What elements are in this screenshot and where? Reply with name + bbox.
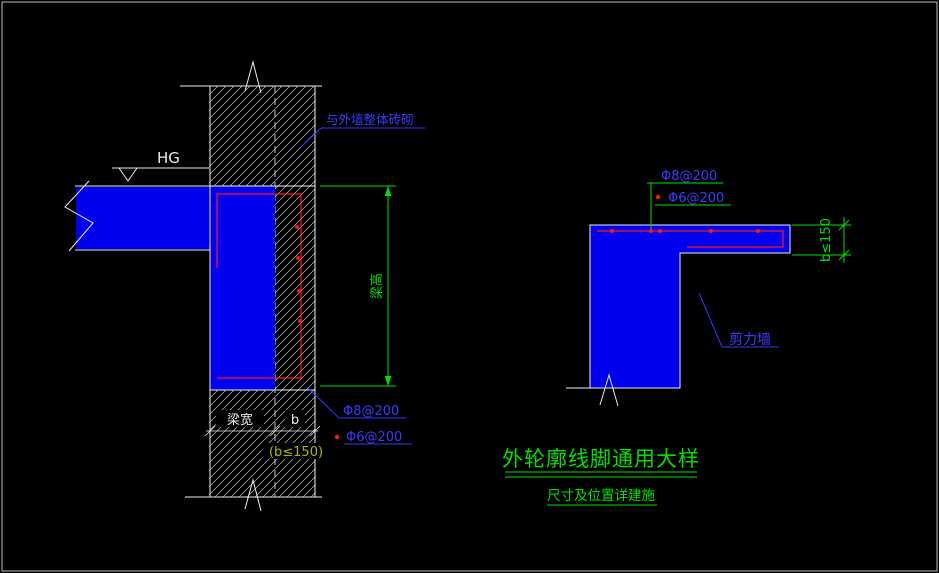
break-symbol-bottom (244, 478, 262, 512)
dim-tick-icon (838, 249, 850, 261)
text-mask (216, 410, 264, 427)
top-rebar-label: Φ8@200 (343, 404, 399, 419)
stirrup-rebar-line (216, 193, 302, 379)
rebar-dot (709, 229, 713, 233)
molding-width-limit-label: (b≤150) (269, 445, 323, 460)
rebar-dot (756, 229, 760, 233)
wall-hatch-top (210, 86, 315, 186)
break-symbol-stem (599, 373, 619, 407)
text-mask (285, 410, 305, 427)
dim-arrow-up-icon (384, 186, 392, 196)
molding-width-dim-label: b (291, 413, 299, 428)
drawing-title: 外轮廓线脚通用大样 (502, 447, 700, 471)
beam-width-dimension: 梁宽 b (b≤150) (204, 410, 330, 460)
shear-wall-callout: 剪力墙 (698, 292, 779, 348)
dim-arrow-down-icon (384, 376, 392, 386)
beam-fill (76, 187, 210, 249)
tie-rebar-label: Φ6@200 (346, 430, 402, 445)
dim-tick-icon (269, 425, 281, 437)
dim-tick-icon (204, 425, 216, 437)
top-rebar-leader (306, 386, 340, 419)
top-rebar-label: Φ8@200 (661, 169, 717, 184)
title-block: 外轮廓线脚通用大样 尺寸及位置详建施 (502, 447, 700, 506)
dim-tick-icon (838, 219, 850, 231)
drawing-note: 尺寸及位置详建施 (547, 488, 655, 504)
dim-tick-icon (309, 425, 321, 437)
beam-column-fill (210, 186, 275, 390)
molding-rebar-line (597, 230, 784, 248)
rebar-dot (649, 229, 653, 233)
rebar-dot (297, 289, 301, 293)
level-triangle-icon (118, 167, 138, 182)
rebar-callouts-right: Φ8@200 Φ6@200 (647, 169, 731, 233)
masonry-note-label: 与外墙整体砖砌 (326, 112, 414, 127)
tie-rebar-dot (334, 434, 340, 440)
masonry-note-leader (300, 127, 322, 148)
rebar-dot (658, 229, 662, 233)
molding-detail-view: Φ8@200 Φ6@200 b≤150 剪力墙 (566, 169, 851, 407)
level-mark-label: HG (157, 149, 180, 167)
tie-rebar-label: Φ6@200 (668, 191, 724, 206)
wall-hatch-middle (275, 186, 315, 390)
level-marker: HG (112, 149, 209, 182)
thickness-dim-label: b≤150 (819, 218, 834, 262)
thickness-dimension: b≤150 (792, 217, 851, 263)
beam-width-dim-label: 梁宽 (227, 412, 253, 428)
rebar-dot (295, 225, 299, 229)
rebar-dot (610, 229, 614, 233)
break-symbol-top (244, 60, 262, 94)
break-symbol-beam (64, 180, 94, 252)
shear-wall-label: 剪力墙 (729, 332, 771, 348)
rebar-dot (296, 256, 300, 260)
tie-rebar-dot (655, 194, 661, 200)
beam-height-dimension: 梁高 (320, 185, 396, 387)
rebar-callouts-left: Φ8@200 Φ6@200 (306, 386, 412, 445)
rebar-dot (298, 319, 302, 323)
shear-wall-molding-shape (589, 224, 791, 389)
text-mask (262, 443, 330, 459)
masonry-note: 与外墙整体砖砌 (300, 112, 425, 148)
shear-wall-leader (698, 292, 723, 348)
beam-wall-section-view: HG 与外墙整体砖砌 梁高 梁宽 (64, 60, 425, 512)
beam-height-dim-label: 梁高 (369, 273, 385, 299)
